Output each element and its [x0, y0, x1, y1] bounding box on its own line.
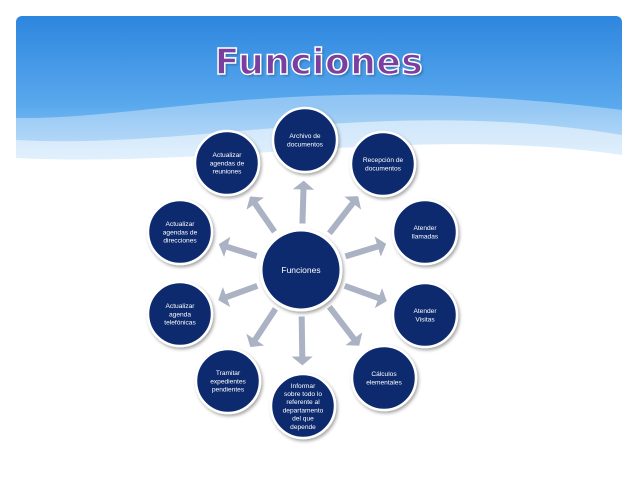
arrow-agendas-direcciones	[217, 234, 259, 261]
slide-title: Funciones	[214, 41, 424, 84]
arrow-tramitar	[244, 305, 280, 349]
node-label-informar: sobre todo lo	[284, 391, 322, 398]
node-recepcion	[349, 130, 417, 198]
node-label-archivo: Archivo de	[289, 133, 320, 140]
node-label-informar: Informar	[291, 383, 316, 390]
node-label-agendas-reuniones: reuniones	[213, 169, 243, 176]
node-label-recepcion: documentos	[365, 165, 402, 172]
node-label-agenda-telefonicas: agenda	[169, 311, 191, 318]
node-label-atender-visitas: Atender	[413, 308, 437, 315]
node-label-informar: depende	[290, 424, 316, 431]
node-archivo	[271, 106, 339, 174]
node-label-informar: referente al	[286, 399, 320, 406]
node-label-atender-llamadas: llamadas	[412, 233, 439, 240]
node-label-agenda-telefonicas: telefónicas	[164, 320, 196, 327]
arrow-atender-llamadas	[343, 234, 388, 261]
arrow-agenda-telefonicas	[216, 281, 260, 310]
node-atender-llamadas	[391, 198, 459, 266]
node-atender-visitas	[391, 281, 459, 349]
node-label-atender-visitas: Visitas	[415, 316, 435, 323]
node-tramitar	[194, 347, 262, 415]
node-label-agendas-reuniones: agendas de	[210, 160, 245, 167]
node-label-archivo: documentos	[287, 141, 324, 148]
node-agendas-direcciones	[146, 198, 214, 266]
node-label-tramitar: Tramitar	[216, 370, 241, 377]
node-informar	[269, 372, 337, 440]
arrow-archivo	[290, 179, 317, 225]
node-label-informar: del que	[292, 416, 314, 423]
node-agendas-reuniones	[193, 129, 261, 197]
arrow-recepcion	[325, 195, 363, 237]
node-label-calculos: Cálculos	[371, 371, 397, 378]
node-agenda-telefonicas	[146, 280, 214, 348]
center-node-label: Funciones	[281, 265, 320, 275]
node-label-agendas-direcciones: agendas de	[163, 229, 198, 236]
arrow-agendas-reuniones	[244, 195, 279, 235]
node-label-calculos: elementales	[366, 379, 402, 386]
arrow-informar	[288, 315, 316, 367]
arrow-calculos	[325, 303, 364, 347]
node-label-agendas-direcciones: direcciones	[163, 238, 197, 245]
node-label-atender-llamadas: Atender	[413, 225, 437, 232]
node-calculos	[350, 344, 418, 412]
node-label-agendas-reuniones: Actualizar	[213, 152, 243, 159]
node-label-recepcion: Recepción de	[363, 157, 404, 164]
center-node	[259, 228, 343, 312]
node-label-informar: departamento	[283, 407, 324, 414]
node-label-tramitar: expedientes	[210, 378, 246, 385]
node-label-agendas-direcciones: Actualizar	[166, 221, 196, 228]
node-label-agenda-telefonicas: Actualizar	[166, 303, 196, 310]
node-label-tramitar: pendientes	[212, 387, 245, 394]
arrow-atender-visitas	[342, 281, 389, 311]
